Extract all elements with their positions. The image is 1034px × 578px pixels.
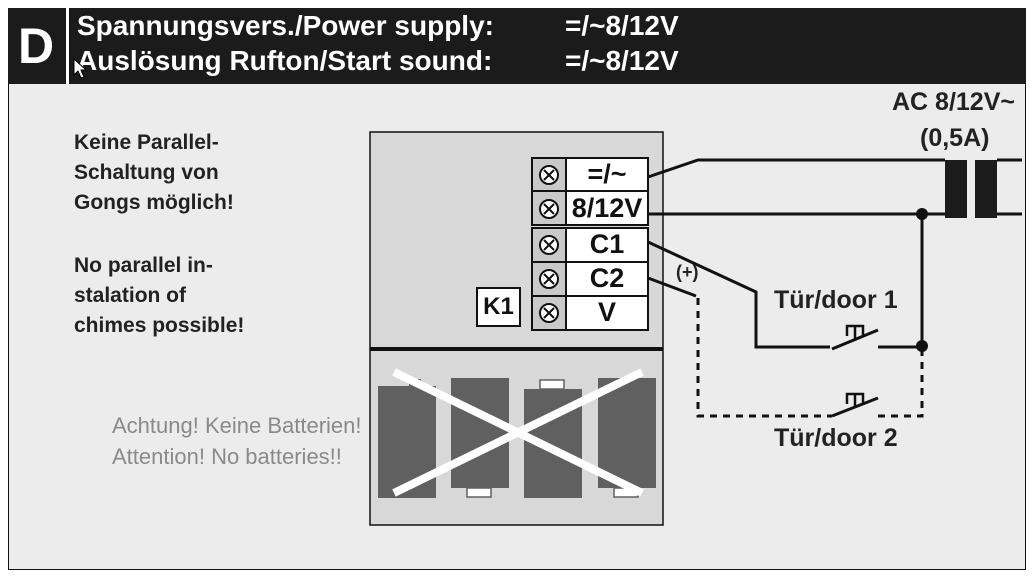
- warning-line-de: Achtung! Keine Batterien!: [112, 413, 362, 438]
- junction-dot: [916, 340, 928, 352]
- door1-switch-icon: [845, 324, 865, 339]
- dashed-wires: [696, 298, 924, 418]
- section-letter: D: [17, 18, 55, 74]
- screw-icon: [539, 199, 559, 219]
- terminal-label-ac-dc: =/~: [587, 159, 627, 189]
- note-line: No parallel in-: [74, 254, 213, 277]
- wires: [647, 158, 1022, 418]
- note-line: Gongs möglich!: [74, 191, 234, 214]
- battery-warning: Achtung! Keine Batterien! Attention! No …: [112, 410, 362, 472]
- door1-label: Tür/door 1: [774, 286, 898, 314]
- wire-supply-1: [647, 158, 945, 179]
- note-line: Schaltung von: [74, 161, 219, 184]
- power-current-label: (0,5A): [920, 124, 990, 152]
- door1-switch-contact: [831, 328, 879, 351]
- wire-c1: [647, 240, 830, 349]
- battery-compartment: [378, 368, 656, 498]
- header-bar: D Spannungsvers./Power supply: =/~8/12V A…: [8, 8, 1026, 84]
- start-sound-label: Auslösung Rufton/Start sound:: [77, 45, 493, 76]
- relay-box: [476, 287, 521, 327]
- transformer-icon: [945, 160, 997, 218]
- start-sound-line: Auslösung Rufton/Start sound: =/~8/12V: [77, 45, 679, 77]
- cross-stroke: [392, 368, 644, 497]
- polarity-label: (+): [676, 262, 699, 282]
- note-line: chimes possible!: [74, 314, 245, 337]
- door2-switch-icon: [845, 392, 865, 407]
- power-supply-label: Spannungsvers./Power supply:: [77, 10, 494, 41]
- mouse-cursor-icon: [73, 58, 87, 79]
- power-source-label: AC 8/12V~: [892, 88, 1015, 116]
- wire-c2: [647, 276, 697, 298]
- power-supply-value: =/~8/12V: [565, 10, 679, 41]
- wire-door2-dashed: [696, 298, 832, 418]
- screw-icon: [539, 235, 559, 255]
- note-english: No parallel in- stalation of chimes poss…: [74, 251, 244, 341]
- relay-label: K1: [483, 293, 514, 320]
- terminal-label-v: V: [597, 297, 616, 327]
- screw-icon: [539, 269, 559, 289]
- warning-line-en: Attention! No batteries!!: [112, 444, 342, 469]
- battery: [598, 378, 656, 488]
- battery-terminal: [466, 487, 492, 498]
- screw-icons: [539, 165, 559, 323]
- screw-icon: [539, 165, 559, 185]
- power-supply-line: Spannungsvers./Power supply: =/~8/12V: [77, 10, 679, 42]
- start-sound-value: =/~8/12V: [565, 45, 679, 76]
- junction-dot: [916, 208, 928, 220]
- note-german: Keine Parallel- Schaltung von Gongs mögl…: [74, 128, 234, 218]
- header-divider: [66, 8, 69, 84]
- terminal-label-c1: C1: [589, 229, 625, 259]
- note-line: stalation of: [74, 284, 187, 307]
- door-switch-icons: [845, 324, 865, 407]
- note-line: Keine Parallel-: [74, 131, 219, 154]
- wire-door2-return-dashed: [878, 350, 924, 418]
- door2-label: Tür/door 2: [774, 424, 898, 452]
- terminal-label-voltage: 8/12V: [571, 193, 643, 223]
- terminal-label-c2: C2: [589, 263, 625, 293]
- battery-terminal: [539, 379, 565, 390]
- screw-icon: [539, 303, 559, 323]
- battery: [451, 378, 509, 488]
- terminal-block: [476, 157, 649, 331]
